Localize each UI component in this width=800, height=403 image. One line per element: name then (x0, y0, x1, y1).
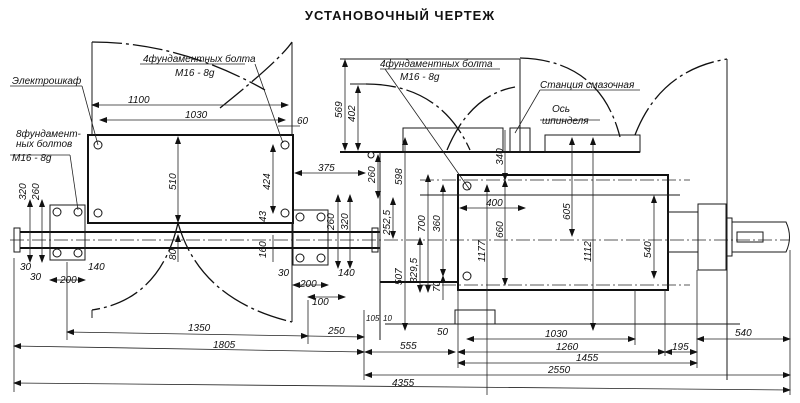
dim-1805: 1805 (213, 340, 236, 351)
dim-200-left: 200 (59, 275, 77, 286)
dim-10: 10 (383, 314, 392, 323)
callout-bolts-8-spec: M16 - 8g (12, 153, 52, 164)
door-swing-arc (634, 58, 728, 136)
dim-60: 60 (297, 116, 309, 127)
dim-402: 402 (347, 105, 358, 122)
dim-195: 195 (672, 342, 689, 353)
callout-bolts-8-line2: ных болтов (16, 138, 72, 150)
dim-1030-bottom: 1030 (545, 329, 568, 340)
dim-2550: 2550 (547, 365, 571, 376)
callout-spindle-axis-line2: шпинделя (542, 116, 589, 127)
dim-510: 510 (168, 173, 179, 190)
dim-260-right: 260 (367, 166, 378, 184)
dim-507: 507 (394, 268, 405, 285)
dim-1455: 1455 (576, 353, 599, 364)
callout-bolts-4-right: 4фундаментных болта (380, 58, 493, 70)
callout-bolts-4-left: 4фундаментных болта (143, 53, 256, 65)
dim-605: 605 (562, 203, 573, 220)
dim-252-5: 252,5 (382, 210, 393, 236)
middle-anchor-plate (292, 209, 329, 266)
dim-598: 598 (394, 168, 405, 185)
dim-320-mid: 320 (340, 213, 351, 230)
dim-540-horizontal: 540 (735, 328, 752, 339)
callout-electrical-cabinet: Электрошкаф (12, 75, 82, 87)
dim-320-left: 320 (18, 183, 29, 200)
dim-1177: 1177 (477, 240, 488, 262)
dim-4355: 4355 (392, 378, 415, 389)
callout-bolts-8: 8фундамент- (16, 128, 82, 140)
door-swing-arc (365, 83, 471, 151)
dim-1100: 1100 (128, 95, 150, 106)
dimension-labels: 1100 1030 60 569 402 510 424 43 80 160 3… (18, 95, 752, 389)
dim-70: 70 (432, 280, 443, 292)
dim-400: 400 (486, 198, 503, 209)
dim-540-vertical: 540 (643, 241, 654, 258)
dim-424: 424 (262, 173, 273, 190)
dim-660: 660 (495, 221, 506, 238)
dim-260-left: 260 (31, 183, 42, 201)
dim-105: 105 (366, 314, 380, 323)
dim-569: 569 (334, 101, 345, 118)
door-swing-arc (219, 41, 293, 109)
dim-360: 360 (432, 215, 443, 232)
dim-50: 50 (437, 327, 449, 338)
dim-1030-top: 1030 (185, 110, 208, 121)
dim-329-5: 329,5 (409, 258, 420, 283)
dim-140-left: 140 (88, 262, 105, 273)
dim-1112: 1112 (583, 241, 594, 262)
dim-700: 700 (417, 215, 428, 232)
dim-1350: 1350 (188, 323, 211, 334)
dim-30-mid: 30 (278, 268, 290, 279)
dim-140-mid: 140 (338, 268, 355, 279)
dim-260-mid: 260 (326, 213, 337, 231)
dim-30-left-a: 30 (20, 262, 32, 273)
callout-bolts-4-left-spec: M16 - 8g (175, 68, 215, 79)
dim-200-mid: 200 (299, 279, 317, 290)
callout-leaders (10, 63, 640, 211)
door-swing-arc (446, 86, 516, 151)
dim-250: 250 (327, 326, 345, 337)
dim-340: 340 (495, 148, 506, 165)
door-swing-arc (91, 222, 179, 311)
dim-30-left-b: 30 (30, 272, 42, 283)
callout-bolts-4-right-spec: M16 - 8g (400, 72, 440, 83)
left-anchor-plate (49, 204, 86, 261)
dim-1260: 1260 (556, 342, 579, 353)
dim-555: 555 (400, 341, 417, 352)
callout-spindle-axis: Ось (552, 104, 570, 115)
dim-375: 375 (318, 163, 335, 174)
dim-100: 100 (312, 297, 329, 308)
callout-lube-station: Станция смазочная (540, 80, 635, 91)
drawing-title: УСТАНОВОЧНЫЙ ЧЕРТЕЖ (304, 8, 496, 23)
door-swing-arc (91, 41, 266, 91)
base-shaft (10, 227, 790, 253)
door-swing-arc (519, 57, 621, 138)
dimension-lines (13, 59, 791, 395)
dim-160: 160 (258, 241, 269, 258)
dim-80: 80 (168, 248, 179, 260)
dim-43: 43 (258, 210, 269, 222)
door-swing-arc (177, 222, 293, 323)
